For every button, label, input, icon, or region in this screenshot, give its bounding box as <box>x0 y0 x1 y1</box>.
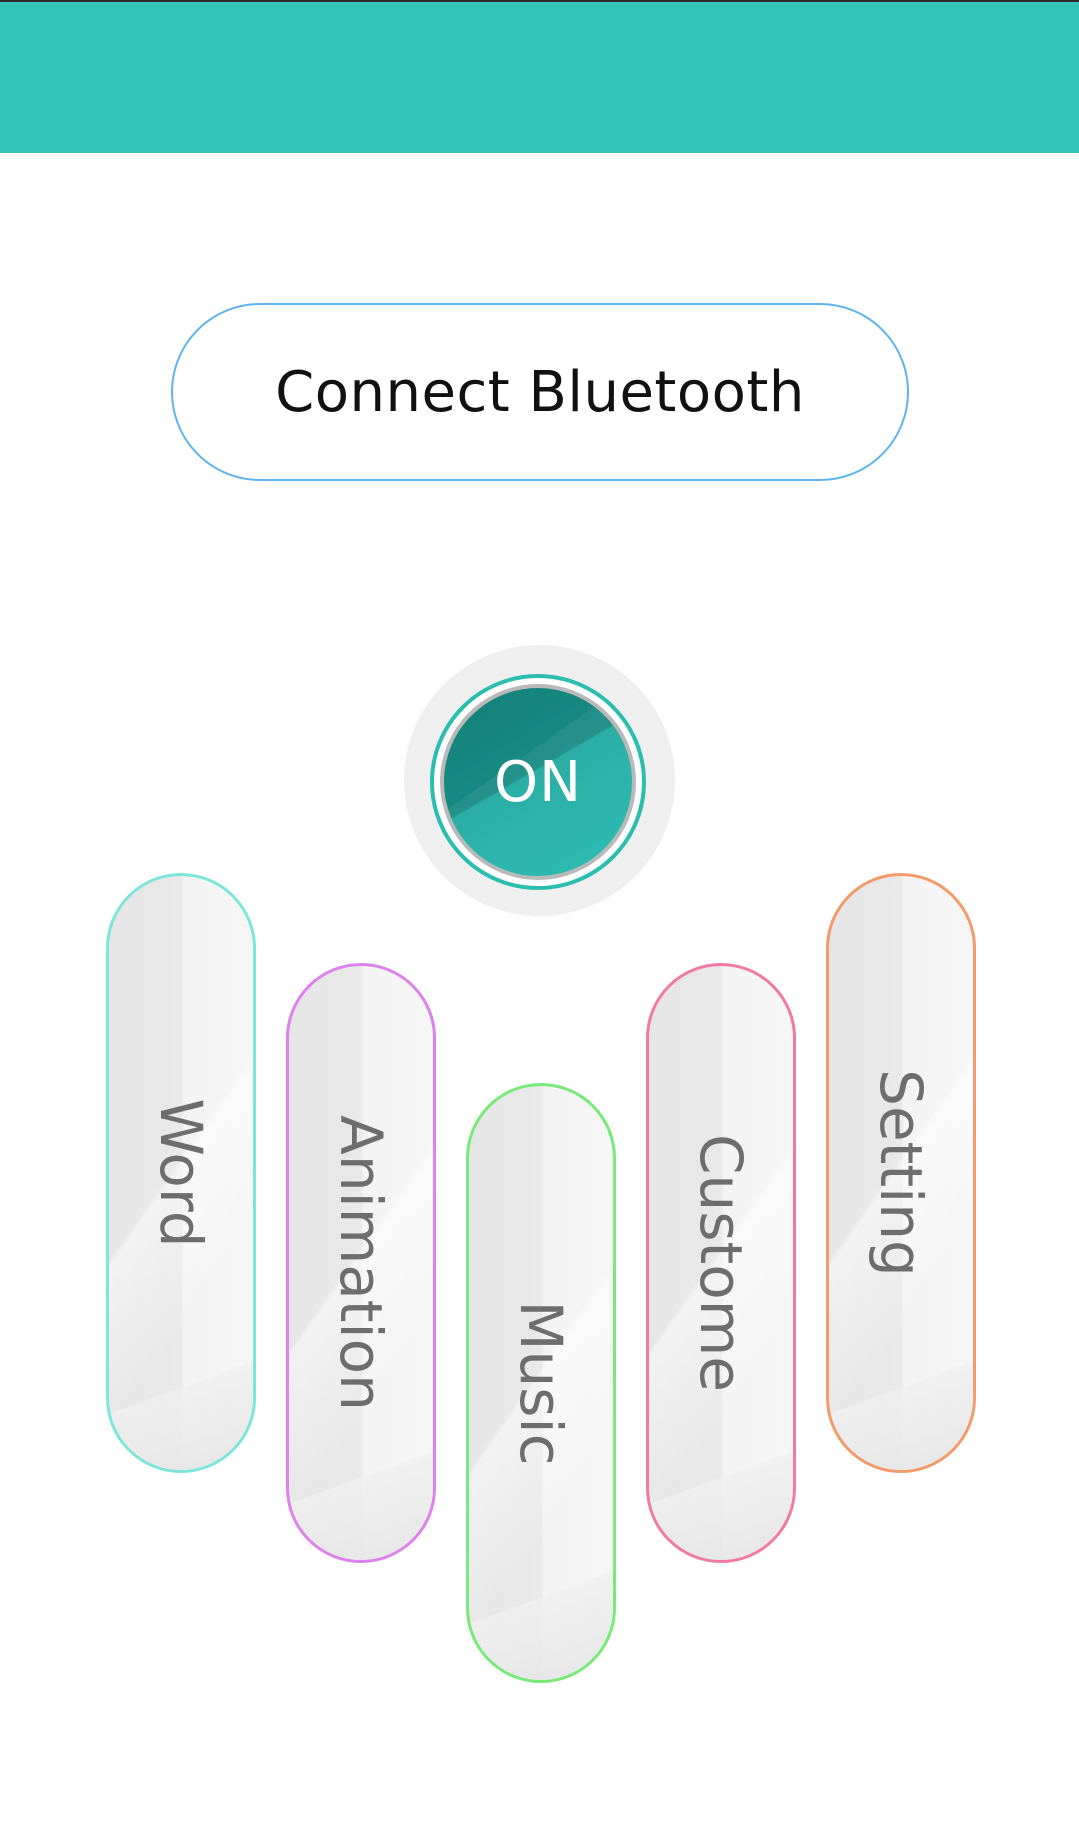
mode-word-button[interactable]: Word <box>106 873 256 1473</box>
mode-music-label: Music <box>507 1300 575 1466</box>
mode-custome-label: Custome <box>687 1134 755 1392</box>
mode-setting-button[interactable]: Setting <box>826 873 976 1473</box>
mode-animation-label: Animation <box>327 1115 395 1411</box>
mode-custome-button[interactable]: Custome <box>646 963 796 1563</box>
connect-bluetooth-button[interactable]: Connect Bluetooth <box>171 303 909 481</box>
mode-animation-button[interactable]: Animation <box>286 963 436 1563</box>
power-button-face: ON <box>440 684 636 880</box>
mode-music-button[interactable]: Music <box>466 1083 616 1683</box>
connect-bluetooth-label: Connect Bluetooth <box>275 359 805 425</box>
mode-word-label: Word <box>147 1098 215 1248</box>
app-header-bar <box>0 0 1079 153</box>
power-on-label: ON <box>494 749 582 815</box>
power-on-button[interactable]: ON <box>430 674 646 890</box>
mode-setting-label: Setting <box>867 1069 935 1277</box>
